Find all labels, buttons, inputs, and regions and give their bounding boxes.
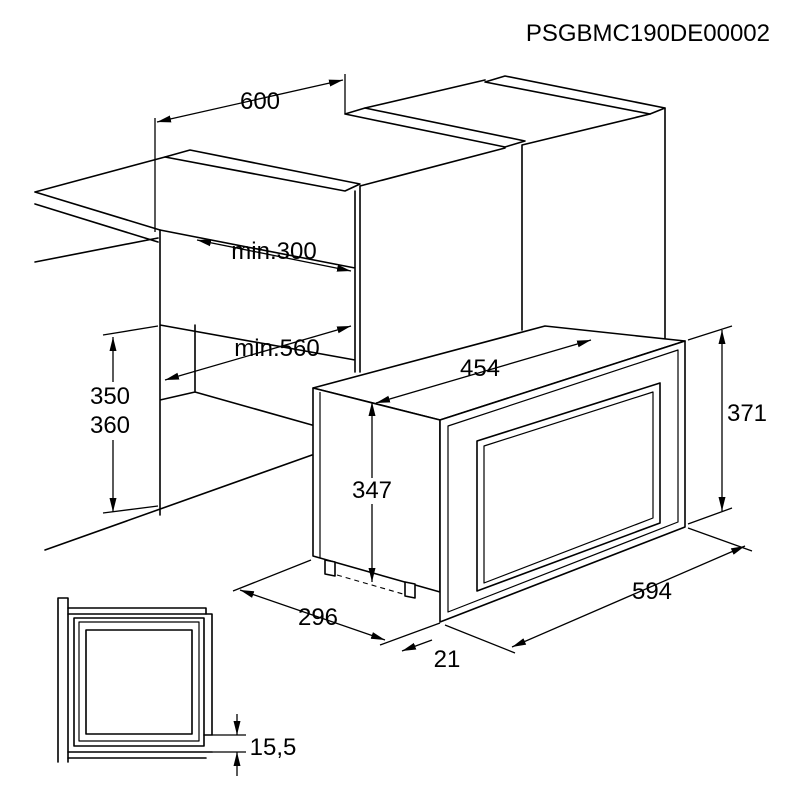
detail-box-inner — [78, 621, 200, 742]
dimension-label: 21 — [434, 646, 461, 673]
dimension-label: 371 — [727, 400, 767, 427]
dimension-label: min.560 — [234, 335, 319, 362]
microwave-hidden-edge — [336, 574, 404, 595]
dimension-total-height: 371 — [687, 325, 767, 525]
dimension-top-depth: 454 — [375, 339, 592, 404]
dimension-width: 594 — [444, 527, 753, 654]
dimension-upper-depth: min.300 — [196, 238, 352, 272]
dimension-arrow — [196, 239, 352, 272]
detail-right-bracket — [203, 613, 213, 736]
dimension-body-height: 347 — [347, 402, 397, 582]
model-code: PSGBMC190DE00002 — [526, 20, 770, 47]
dimension-arrow — [375, 339, 592, 404]
dimension-label: min.300 — [231, 238, 316, 265]
left-shelf-lines — [34, 156, 166, 263]
detail-top-plank — [67, 607, 207, 615]
microwave-door-frame — [447, 349, 679, 613]
microwave-window-outer — [476, 382, 661, 592]
label-background — [86, 382, 136, 440]
dimension-label: 296 — [298, 604, 338, 631]
dimension-arrow — [239, 589, 386, 641]
label-background — [347, 478, 397, 504]
dimension-arrow — [401, 639, 433, 652]
detail-dimension-label: 15,5 — [250, 734, 297, 761]
dimension-door-depth: 21 — [401, 639, 461, 673]
dimension-niche-width: min.560 — [164, 325, 352, 381]
dimension-top-width: 600 — [154, 74, 346, 232]
dimension-niche-height: 350 360 — [86, 325, 159, 514]
dimension-label: 594 — [632, 578, 672, 605]
microwave-window-inner — [483, 391, 654, 584]
tall-cabinet-edges — [359, 79, 666, 373]
middle-cabinet-top-board — [344, 107, 526, 148]
detail-side-rails — [57, 597, 69, 763]
extension-lines — [687, 325, 733, 525]
right-cabinet-top-board — [484, 75, 666, 115]
dimension-arrow — [156, 79, 344, 123]
section-detail: 15,5 — [57, 597, 297, 776]
detail-extension-lines — [212, 734, 246, 753]
dimension-label-lower: 360 — [90, 412, 130, 439]
detail-bottom-plank — [67, 751, 213, 759]
upper-cabinets — [34, 75, 666, 373]
dimension-label-upper: 350 — [90, 383, 130, 410]
extension-lines — [154, 74, 346, 232]
dimension-label: 600 — [240, 88, 280, 115]
microwave-door — [439, 340, 686, 623]
microwave-foot-right — [404, 581, 416, 599]
detail-box-outer — [73, 617, 205, 747]
dimension-label: 454 — [460, 355, 500, 382]
left-cabinet-top-board — [164, 149, 361, 192]
dimension-label: 347 — [352, 477, 392, 504]
extension-lines — [232, 559, 441, 646]
dimension-depth: 296 — [232, 559, 441, 646]
dimension-arrow — [164, 325, 352, 381]
dimension-arrow — [511, 545, 746, 648]
microwave-foot-left — [324, 559, 336, 577]
detail-window — [85, 629, 193, 735]
